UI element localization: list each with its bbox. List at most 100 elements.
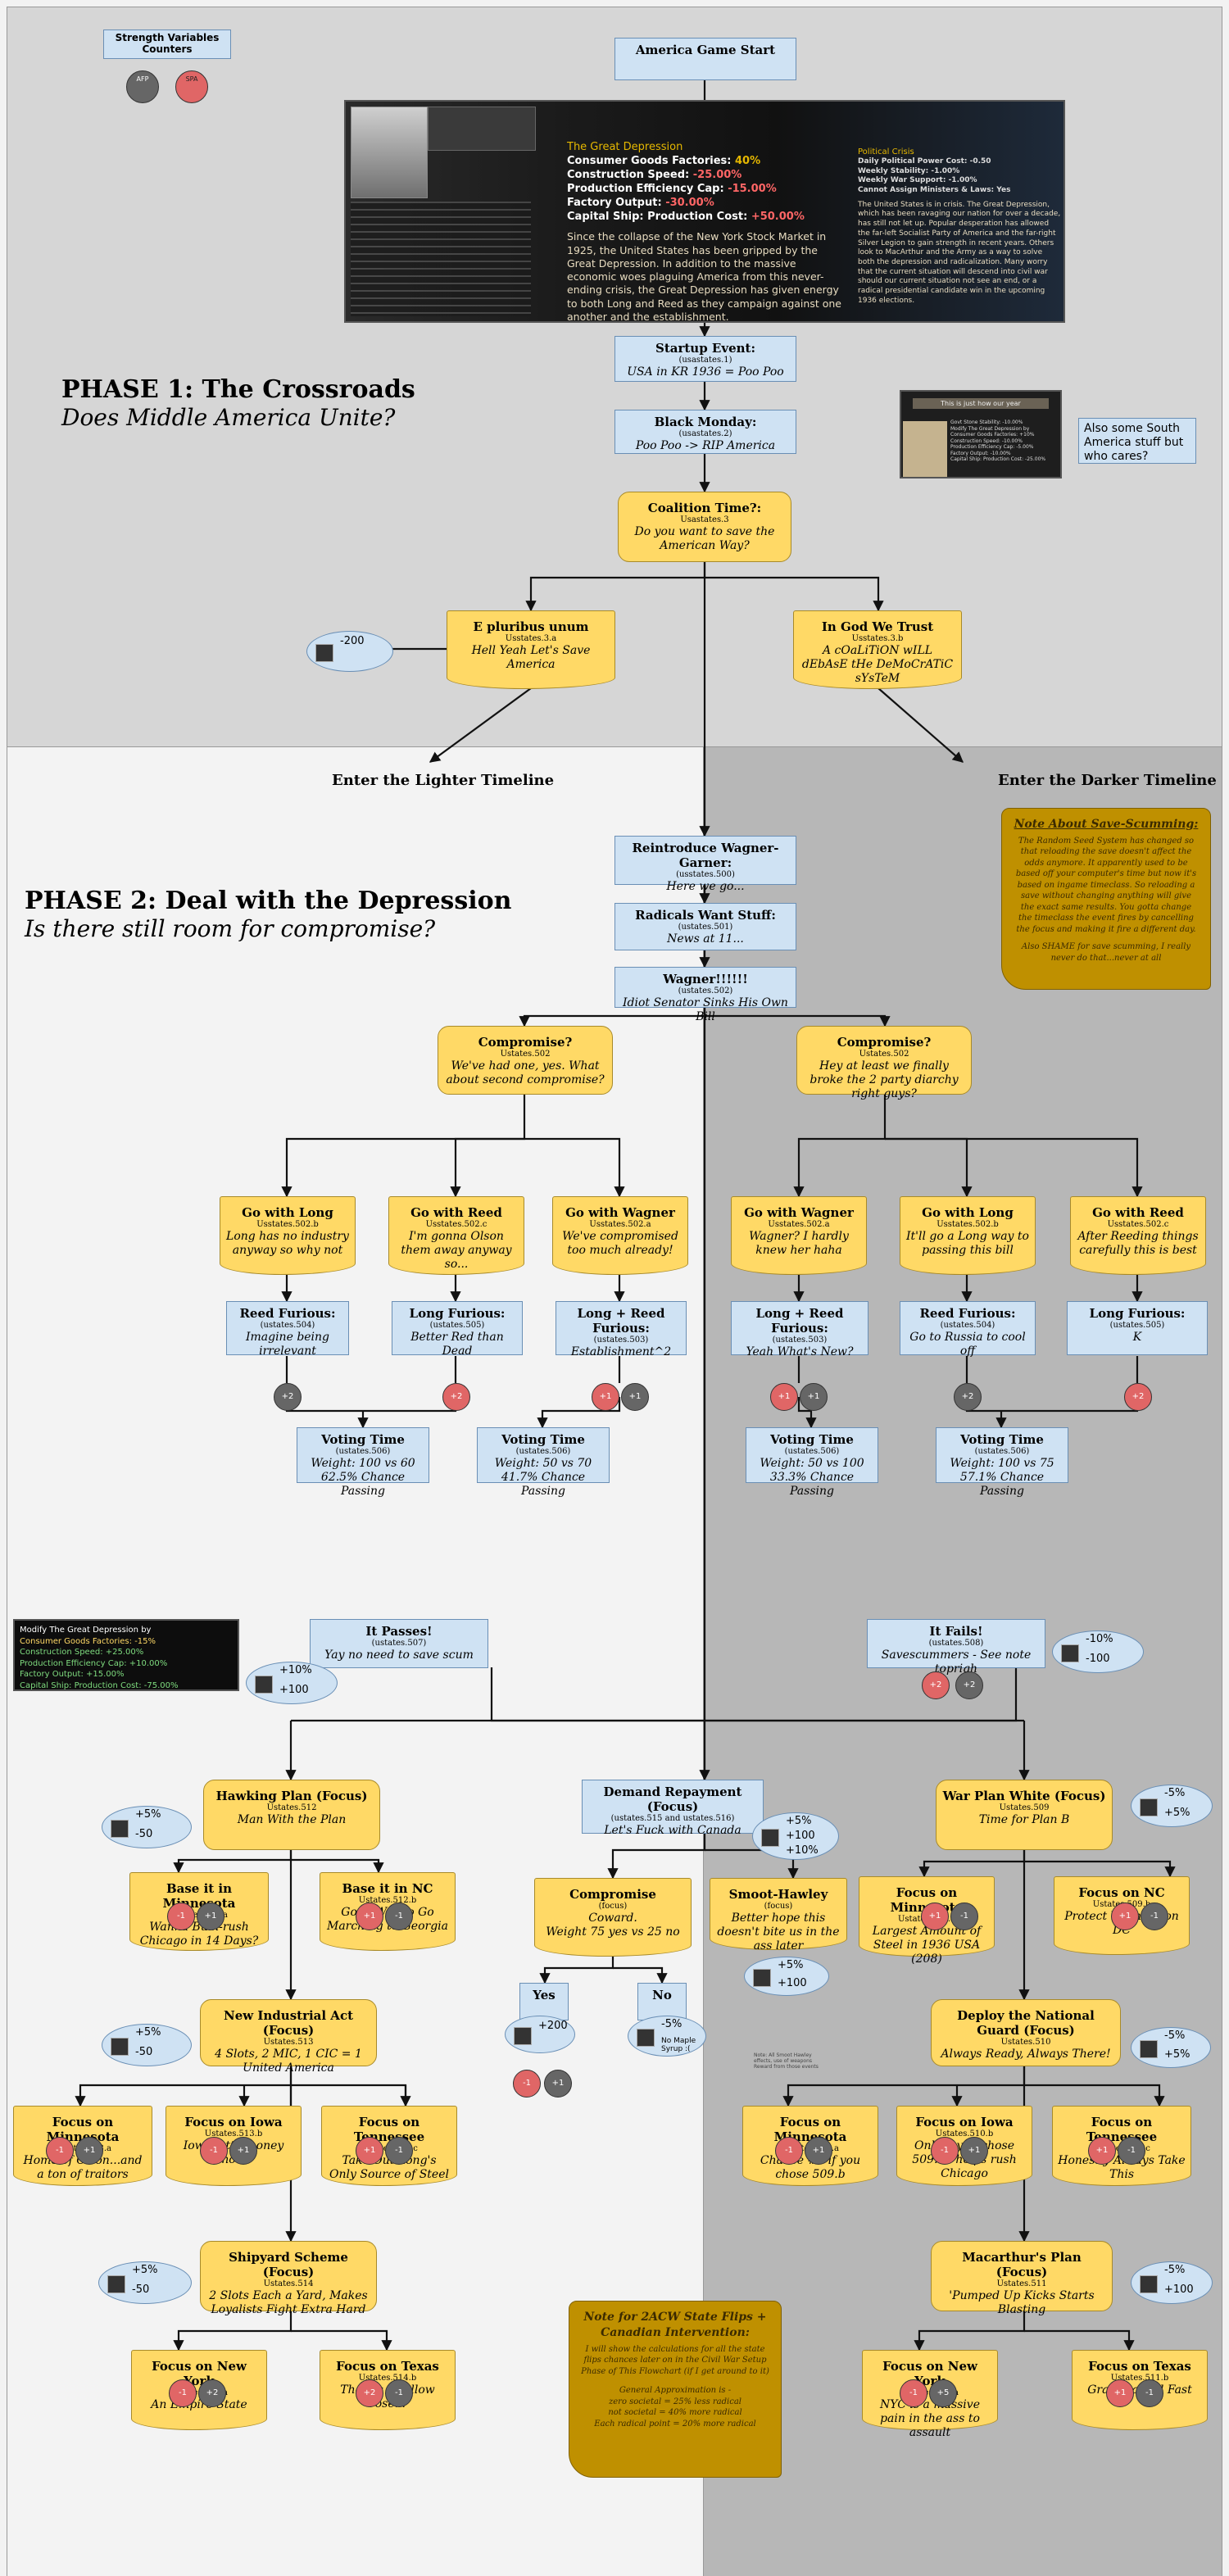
node-title: Go with Wagner bbox=[565, 1205, 675, 1220]
node-title: Hawking Plan (Focus) bbox=[215, 1789, 368, 1803]
strength-counter: -1 bbox=[385, 1903, 413, 1930]
node-body: Long has no industry anyway so why not bbox=[226, 1230, 349, 1257]
node-fails: It Fails!(ustates.508)Savescummers - See… bbox=[867, 1619, 1045, 1676]
panel-line: Consumer Goods Factories: +10% bbox=[950, 432, 1035, 438]
strength-counter: +1 bbox=[592, 1383, 619, 1411]
node-title: Go with Reed bbox=[1092, 1205, 1184, 1220]
node-r-long-f: Long Furious:(ustates.505)K bbox=[1067, 1301, 1208, 1355]
stability-icon bbox=[315, 644, 333, 662]
effect-value: +100 bbox=[279, 1684, 309, 1696]
node-body: 2 Slots Each a Yard, Makes Loyalists Fig… bbox=[209, 2289, 368, 2316]
effect-oval-nia: +5%-50 bbox=[102, 2024, 192, 2066]
strength-counter: +1 bbox=[356, 2137, 383, 2165]
effect-oval-guard: -5%+5% bbox=[1131, 2027, 1211, 2068]
political-crisis-text: Political Crisis Daily Political Power C… bbox=[858, 147, 1061, 305]
node-title: Reed Furious: bbox=[919, 1306, 1016, 1321]
panel-line: Govt Stone Stability: -10.00% bbox=[950, 420, 1023, 425]
node-title: Coalition Time?: bbox=[647, 501, 762, 515]
node-body-2: 33.3% Chance Passing bbox=[769, 1470, 855, 1498]
passes-line: Capital Ship: Production Cost: -75.00% bbox=[20, 1680, 179, 1690]
strength-counter: -1 bbox=[931, 2137, 959, 2165]
strength-counter: +1 bbox=[1088, 2137, 1116, 2165]
passes-line: Factory Output: +15.00% bbox=[20, 1670, 125, 1679]
node-title: Wagner!!!!!! bbox=[663, 972, 748, 986]
node-sub: Ustates.512.b bbox=[358, 1896, 417, 1905]
node-body: I'm gonna Olson them away anyway so... bbox=[401, 1230, 512, 1271]
strength-counter: +1 bbox=[544, 2070, 572, 2098]
node-title: Compromise? bbox=[837, 1035, 932, 1050]
modifier-row: Capital Ship: Production Cost: +50.00% bbox=[567, 210, 805, 223]
stability-icon bbox=[255, 1676, 273, 1694]
effect-value: +5% bbox=[786, 1814, 812, 1827]
passes-line: Production Efficiency Cap: +10.00% bbox=[20, 1658, 168, 1668]
node-sub: Usstates.502.c bbox=[1107, 1220, 1169, 1229]
node-body: Weight: 50 vs 70 bbox=[494, 1457, 592, 1470]
node-body: Wagner? I hardly knew her haha bbox=[749, 1230, 849, 1257]
strength-counter: -1 bbox=[385, 2379, 413, 2407]
effect-value: +5% bbox=[1164, 1807, 1190, 1819]
effect-oval-passes: +10%+100 bbox=[246, 1662, 338, 1704]
node-body-2: 41.7% Chance Passing bbox=[501, 1470, 586, 1498]
effect-value: -100 bbox=[1086, 1653, 1110, 1665]
crisis-line: Weekly War Support: -1.00% bbox=[858, 176, 977, 185]
node-title: Long Furious: bbox=[409, 1306, 506, 1321]
node-title: In God We Trust bbox=[821, 619, 934, 634]
node-vote2: Voting Time(ustates.506)Weight: 50 vs 70… bbox=[477, 1427, 610, 1498]
panel-line: Production Efficiency Cap: -5.00% bbox=[950, 444, 1034, 450]
node-title: New Industrial Act (Focus) bbox=[223, 2008, 354, 2038]
node-body: 'Pumped Up Kicks Starts Blasting bbox=[949, 2289, 1095, 2316]
node-sub: (ustates.506) bbox=[784, 1447, 840, 1456]
node-sub: (ustates.508) bbox=[928, 1639, 984, 1648]
node-title: Shipyard Scheme (Focus) bbox=[229, 2250, 348, 2279]
effect-oval-smoot: +5%+100 bbox=[744, 1957, 829, 1996]
node-title: No bbox=[652, 1988, 672, 2002]
node-l-long-f: Long Furious:(ustates.505)Better Red tha… bbox=[392, 1301, 523, 1358]
strength-counter: -1 bbox=[950, 1903, 978, 1930]
node-title: Radicals Want Stuff: bbox=[635, 908, 776, 923]
node-demand: Demand Repayment (Focus)(ustates.515 and… bbox=[582, 1780, 764, 1837]
node-sub: (ustates.503) bbox=[593, 1336, 649, 1345]
stability-icon bbox=[1140, 2040, 1158, 2058]
node-body: Savescummers - See note toprigh bbox=[881, 1649, 1032, 1676]
node-body: Do you want to save the American Way? bbox=[634, 525, 775, 552]
effect-oval-demand: +5%+100+10% bbox=[752, 1812, 839, 1860]
node-sub: (ustates.504) bbox=[940, 1321, 995, 1330]
node-title: Deploy the National Guard (Focus) bbox=[957, 2008, 1095, 2038]
stability-icon bbox=[111, 1820, 129, 1838]
panel-art bbox=[903, 421, 947, 477]
node-sub: Usstates.3.b bbox=[851, 634, 904, 643]
node-sub: Ustates.509 bbox=[999, 1803, 1050, 1812]
stability-icon bbox=[111, 2038, 129, 2056]
strength-counter: -1 bbox=[385, 2137, 413, 2165]
node-sub: (usastates.1) bbox=[678, 356, 732, 365]
strength-counter: +2 bbox=[274, 1383, 302, 1411]
modifier-row: Production Efficiency Cap: -15.00% bbox=[567, 182, 777, 195]
node-compromise: Compromise(focus)Coward.Weight 75 yes vs… bbox=[534, 1878, 692, 1957]
node-title: Base it in NC bbox=[342, 1881, 433, 1896]
node-title: Demand Repayment (Focus) bbox=[603, 1785, 742, 1814]
node-vote3: Voting Time(ustates.506)Weight: 50 vs 10… bbox=[746, 1427, 878, 1498]
node-sub: (ustates.501) bbox=[678, 923, 733, 932]
node-title: Startup Event: bbox=[655, 341, 755, 356]
effect-oval-warplan: -5%+5% bbox=[1131, 1785, 1213, 1827]
depression-modifiers: Consumer Goods Factories: 40%Constructio… bbox=[567, 155, 846, 224]
panel-line: Modify The Great Depression by bbox=[950, 425, 1030, 432]
node-body: K bbox=[1132, 1331, 1142, 1344]
node-body: Weight: 50 vs 100 bbox=[760, 1457, 864, 1470]
effect-value: +10% bbox=[786, 1844, 819, 1857]
node-sub: Usastates.3 bbox=[680, 515, 729, 524]
strength-counter: +2 bbox=[442, 1383, 470, 1411]
node-body: News at 11... bbox=[667, 932, 744, 946]
node-body: An Empire State bbox=[151, 2398, 247, 2411]
node-body: Time for Plan B bbox=[978, 1813, 1070, 1826]
node-title: Long + Reed Furious: bbox=[577, 1306, 665, 1336]
strength-counter: +1 bbox=[921, 1903, 949, 1930]
node-body: Weight: 100 vs 60 bbox=[311, 1457, 415, 1470]
node-body: A cOaLiTiON wILL dEbAsE tHe DeMoCrATiC s… bbox=[801, 644, 954, 685]
